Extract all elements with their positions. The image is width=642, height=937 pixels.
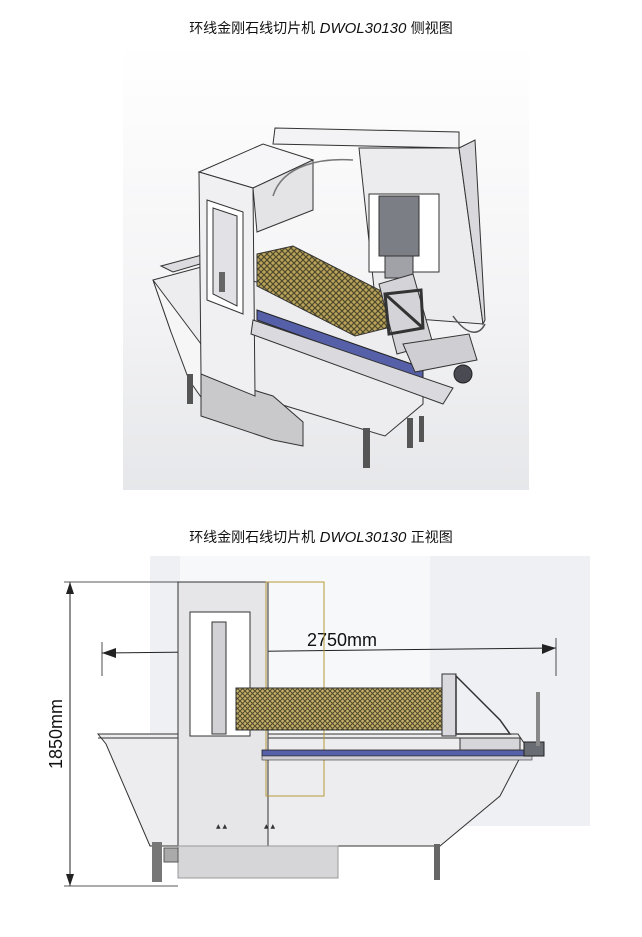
caption-prefix: 环线金刚石线切片机 (189, 530, 320, 546)
front-view-caption: 环线金刚石线切片机 DWOL30130 正视图 (0, 527, 642, 547)
side-view-caption: 环线金刚石线切片机 DWOL30130 侧视图 (0, 18, 642, 38)
length-dimension-label: 2750mm (307, 630, 377, 650)
machine-isometric-drawing (152, 127, 486, 468)
machine-front-drawing: 1850mm 2750mm ▲ ▲ ▲ ▲ (46, 556, 590, 887)
caption-model: DWOL30130 (319, 529, 407, 546)
side-view-render (123, 44, 529, 490)
height-dimension-label: 1850mm (46, 699, 66, 769)
caption-prefix: 环线金刚石线切片机 (189, 21, 320, 37)
caption-suffix: 侧视图 (406, 21, 453, 37)
panel-marker: ▲ ▲ (264, 823, 276, 830)
caption-suffix: 正视图 (406, 530, 453, 546)
front-view-drawing: 1850mm 2750mm ▲ ▲ ▲ ▲ (40, 556, 600, 922)
caption-model: DWOL30130 (319, 20, 407, 37)
panel-marker: ▲ ▲ (216, 823, 228, 830)
